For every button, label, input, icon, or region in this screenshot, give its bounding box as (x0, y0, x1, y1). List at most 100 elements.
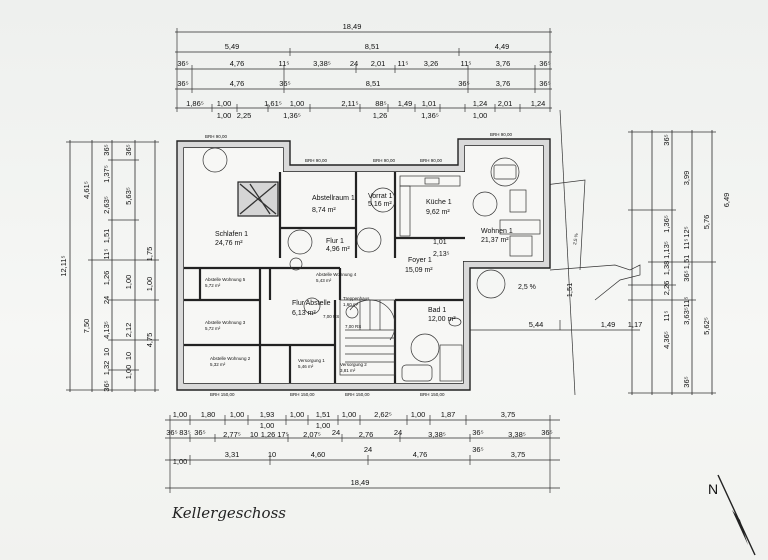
room-name: Treppenhaus (343, 296, 370, 301)
door-swings (202, 147, 506, 363)
dim-top-3: 3,76 (496, 59, 511, 68)
dim-bottom-2: 24 (332, 428, 340, 437)
dim-top-3: 3,26 (424, 59, 439, 68)
dim-bottom-3: 3,31 (225, 450, 240, 459)
dim-top-2a: 5,49 (225, 42, 240, 51)
dim-bottom-2: 36⁵ (541, 428, 552, 437)
dim-top-3: 3,38⁵ (313, 59, 331, 68)
dim-bottom-2: 2,07⁵ (303, 430, 321, 439)
room-area: 9,62 m² (426, 209, 450, 216)
dim-top-4: 36⁵ (177, 79, 188, 88)
dim-bottom-1: 1,87 (441, 410, 456, 419)
dim-bottom-2: 1,26 (261, 430, 276, 439)
dim-top-2c: 4,49 (495, 42, 510, 51)
dim-bottom-1: 1,80 (201, 410, 216, 419)
room-area: 6,13 m² (292, 310, 316, 317)
stair-label: 7,00 RS (323, 314, 339, 319)
inner-dim: 1,01 (433, 239, 447, 246)
dim-top-4: 36⁵ (458, 79, 469, 88)
dim-right-3: 1,13⁵ (662, 241, 671, 259)
dim-top-5: 2,11⁵ (341, 99, 358, 108)
dim-bottom-1b: 1,00 (316, 421, 331, 430)
room-name: Versorgung 2 (340, 362, 367, 367)
dim-top-5: 1,86⁵ (186, 99, 204, 108)
dim-left-3: 5,63⁵ (124, 187, 133, 205)
building-walls: BRH 90,00 BRH 90,00 BRH 90,00 BRH 90,00 … (176, 132, 551, 397)
dim-left-2: 7,50 (82, 319, 91, 334)
dim-bottom-1: 3,75 (501, 410, 516, 419)
room-area: 4,96 m² (326, 246, 350, 253)
dim-right-1: 6,49 (722, 193, 731, 208)
dim-left-3: 1,51 (102, 229, 111, 244)
dim-right-2: 3,63⁵ (682, 307, 691, 325)
dim-right-3: 11⁵ (662, 311, 671, 322)
dim-bottom-2: 83⁵ (179, 428, 190, 437)
dim-left-4: 4,75 (145, 333, 154, 348)
dim-top-5: 1,01 (422, 99, 437, 108)
dim-bottom-3: 1,00 (173, 457, 188, 466)
room-area: 12,00 m² (428, 316, 456, 323)
dim-right-2: 11⁵ (682, 297, 691, 308)
window-label-2: BRH 150,00 (210, 392, 235, 397)
room-area: 5,72 m² (205, 326, 221, 331)
dim-bottom-2: 10 (250, 430, 258, 439)
room-area: 3,81 m² (340, 368, 356, 373)
window-label: BRH 90,00 (305, 158, 328, 163)
top-dimension-chains: 18,49 5,49 8,51 4,49 36⁵ 4,76 11⁵ 3,38⁵ … (175, 22, 552, 120)
dim-right-1: 5,62⁵ (702, 317, 711, 335)
left-dimension-chains: 12,11⁵ 4,61⁵ 7,50 36⁵ 1,37⁵ 2,63⁵ 5,63⁵ … (59, 140, 159, 392)
room-name: Flur 1 (326, 238, 344, 245)
window-label: BRH 90,00 (490, 132, 513, 137)
room-name: Abstelle Wohnung 5 (205, 277, 246, 282)
bottom-dimension-chains: 1,00 1,80 1,00 1,93 1,00 1,51 1,00 2,62⁵… (165, 410, 560, 493)
dim-bottom-1: 1,00 (173, 410, 188, 419)
dim-top-5b: 1,36⁵ (283, 111, 301, 120)
room-area: 15,09 m² (405, 267, 433, 274)
dim-left-3: 11⁵ (102, 249, 111, 260)
dim-top-4: 36⁵ (279, 79, 290, 88)
dim-left-2: 4,61⁵ (82, 181, 91, 199)
north-label: N (708, 481, 718, 497)
room-area: 5,16 m² (368, 201, 392, 208)
dim-right-2: 1,36⁵ (662, 215, 671, 233)
dim-left-4: 1,00 (124, 365, 133, 380)
room-area: 5,72 m² (205, 283, 221, 288)
window-label: BRH 90,00 (373, 158, 396, 163)
dim-top-3: 11⁵ (279, 59, 290, 68)
dim-top-3: 11⁵ (461, 59, 472, 68)
dim-bottom-2: 2,77⁵ (223, 430, 241, 439)
dim-right-1: 4,36⁵ (662, 331, 671, 349)
dim-top-5: 1,61⁵ (264, 99, 282, 108)
dim-top-4: 36⁵ (539, 79, 550, 88)
dim-right-1: 3,99 (682, 171, 691, 186)
dim-left-3: 10 (102, 348, 111, 356)
room-name: Abstelle Wohnung 3 (205, 320, 246, 325)
dim-top-5: 1,00 (290, 99, 305, 108)
dim-right-1: 5,76 (702, 215, 711, 230)
dim-bottom-2: 2,76 (359, 430, 374, 439)
window-label-2: BRH 150,00 (290, 392, 315, 397)
dim-top-3: 2,01 (371, 59, 386, 68)
dim-left-3: 2,63⁵ (102, 196, 111, 214)
right-dimension-chains: 3,99 5,76 6,49 4,36⁵ 5,62⁵ 36⁵ 1,36⁵ 11⁵… (628, 130, 731, 395)
dim-top-3: 36⁵ (177, 59, 188, 68)
stair-label-2: 7,00 RS (345, 324, 361, 329)
room-name: Abstelle Wohnung 2 (210, 356, 251, 361)
room-name: Abstellraum 1 (312, 195, 355, 202)
dim-left-4: 36⁵ (124, 144, 133, 155)
dim-terrace: 5,44 (529, 320, 544, 329)
slope-label-2: 2,5 % (572, 233, 579, 245)
slope-label: 2,5 % (518, 284, 536, 291)
dim-bottom-2: 36⁵ (472, 428, 483, 437)
room-name: Schlafen 1 (215, 231, 248, 238)
site-lines: 2,5 % 2,5 % 1,51 5,44 1,49 1,17 (470, 109, 642, 396)
dim-bottom-total: 18,49 (351, 478, 370, 487)
dim-left-3: 1,37⁵ (102, 165, 111, 183)
living-furniture (490, 157, 541, 257)
window-label-2: BRH 150,00 (420, 392, 445, 397)
inner-dim: 2,13⁵ (433, 251, 450, 258)
room-name: Flur Abstelle (292, 300, 331, 307)
dim-top-4: 8,51 (366, 79, 381, 88)
dim-left-3: 4,13⁵ (102, 321, 111, 339)
